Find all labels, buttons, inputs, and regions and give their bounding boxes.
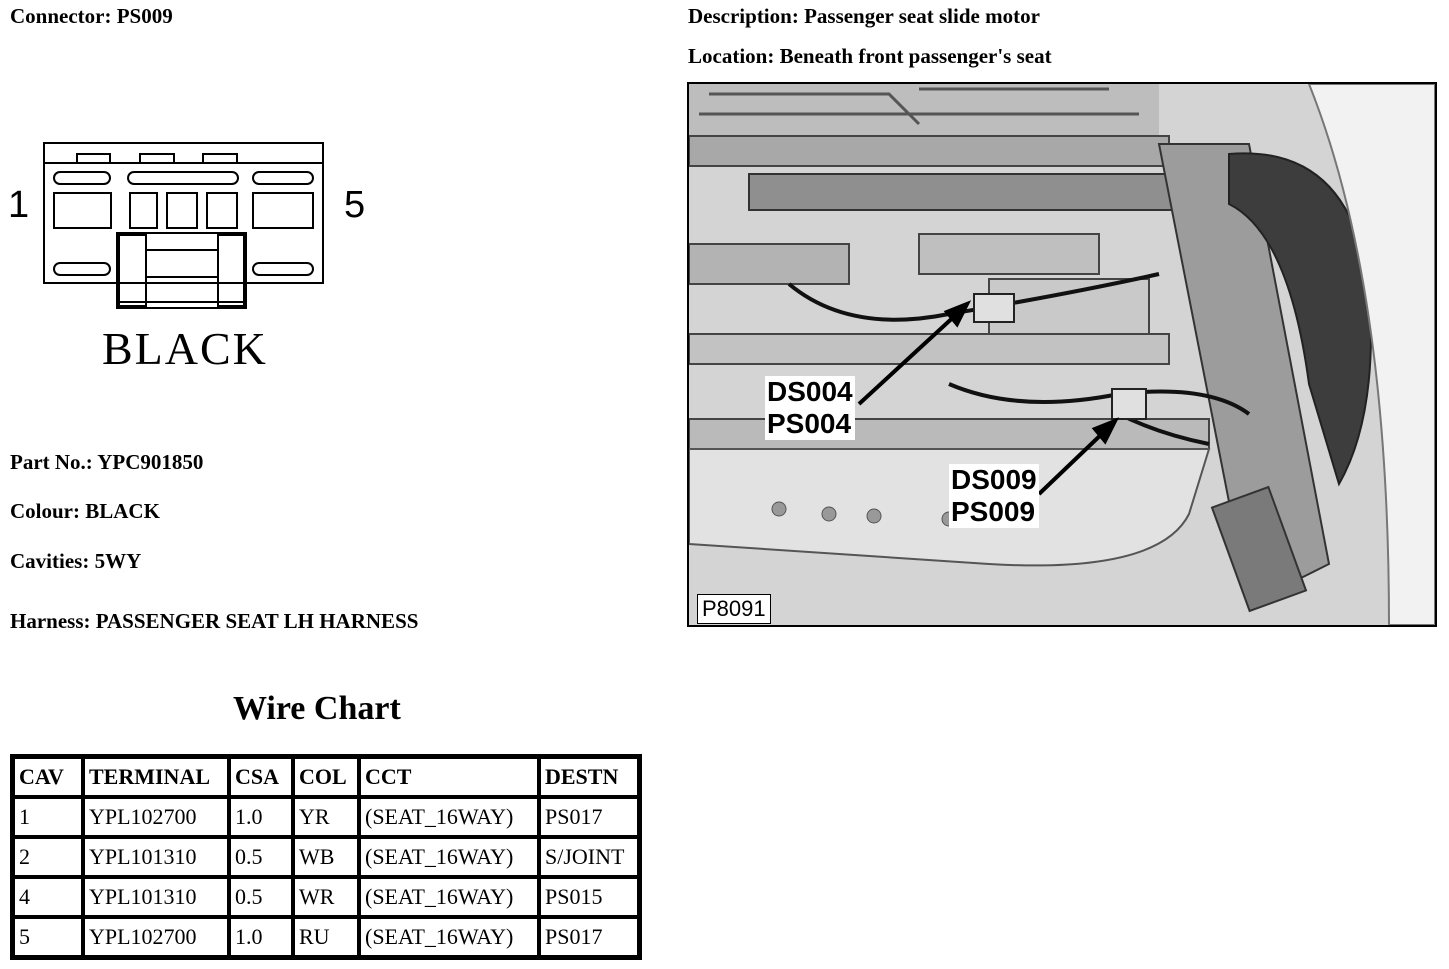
callout-ds009: DS009 [951, 464, 1037, 495]
cell-csa: 1.0 [229, 917, 293, 957]
cell-terminal: YPL101310 [83, 837, 229, 877]
cell-terminal: YPL102700 [83, 917, 229, 957]
colour-label: Colour: BLACK [10, 499, 160, 523]
location-label: Location: Beneath front passenger's seat [688, 44, 1052, 68]
cavities-label: Cavities: 5WY [10, 549, 142, 573]
header-destn: DESTN [539, 757, 639, 797]
connector-colour-label: BLACK [102, 323, 268, 374]
cell-cct: (SEAT_16WAY) [359, 837, 539, 877]
header-terminal: TERMINAL [83, 757, 229, 797]
cell-destn: PS017 [539, 917, 639, 957]
cell-terminal: YPL102700 [83, 797, 229, 837]
cell-destn: S/JOINT [539, 837, 639, 877]
connector-face-diagram: 1 5 [0, 130, 400, 380]
callout-ds004-ps004: DS004 PS004 [765, 376, 855, 440]
cell-col: WB [293, 837, 359, 877]
location-photo: DS004 PS004 DS009 PS009 P8091 [687, 82, 1437, 627]
cell-csa: 0.5 [229, 837, 293, 877]
cell-cav: 4 [13, 877, 83, 917]
seat-mechanism-illustration [689, 84, 1435, 625]
cell-cav: 5 [13, 917, 83, 957]
cell-destn: PS017 [539, 797, 639, 837]
cell-cav: 2 [13, 837, 83, 877]
cell-csa: 1.0 [229, 797, 293, 837]
pin-number-right: 5 [344, 184, 366, 226]
header-cav: CAV [13, 757, 83, 797]
cell-terminal: YPL101310 [83, 877, 229, 917]
table-row: 5 YPL102700 1.0 RU (SEAT_16WAY) PS017 [13, 917, 639, 957]
table-row: 2 YPL101310 0.5 WB (SEAT_16WAY) S/JOINT [13, 837, 639, 877]
cell-col: RU [293, 917, 359, 957]
cell-col: WR [293, 877, 359, 917]
description-label: Description: Passenger seat slide motor [688, 4, 1040, 28]
header-csa: CSA [229, 757, 293, 797]
cell-col: YR [293, 797, 359, 837]
callout-ds009-ps009: DS009 PS009 [949, 464, 1039, 528]
table-row: 4 YPL101310 0.5 WR (SEAT_16WAY) PS015 [13, 877, 639, 917]
photo-reference-label: P8091 [697, 594, 771, 624]
cell-csa: 0.5 [229, 877, 293, 917]
table-header-row: CAV TERMINAL CSA COL CCT DESTN [13, 757, 639, 797]
pin-number-left: 1 [8, 184, 30, 226]
cell-cct: (SEAT_16WAY) [359, 917, 539, 957]
cell-cct: (SEAT_16WAY) [359, 877, 539, 917]
cell-destn: PS015 [539, 877, 639, 917]
header-cct: CCT [359, 757, 539, 797]
header-col: COL [293, 757, 359, 797]
callout-ps009: PS009 [951, 496, 1036, 527]
cell-cct: (SEAT_16WAY) [359, 797, 539, 837]
part-number-label: Part No.: YPC901850 [10, 450, 204, 474]
wire-chart-table: CAV TERMINAL CSA COL CCT DESTN 1 YPL1027… [10, 754, 642, 960]
callout-ds004: DS004 [767, 376, 853, 407]
callout-ps004: PS004 [767, 408, 852, 439]
connector-title: Connector: PS009 [10, 4, 173, 28]
wire-chart-title: Wire Chart [233, 690, 401, 727]
cell-cav: 1 [13, 797, 83, 837]
harness-label: Harness: PASSENGER SEAT LH HARNESS [10, 609, 419, 633]
table-row: 1 YPL102700 1.0 YR (SEAT_16WAY) PS017 [13, 797, 639, 837]
